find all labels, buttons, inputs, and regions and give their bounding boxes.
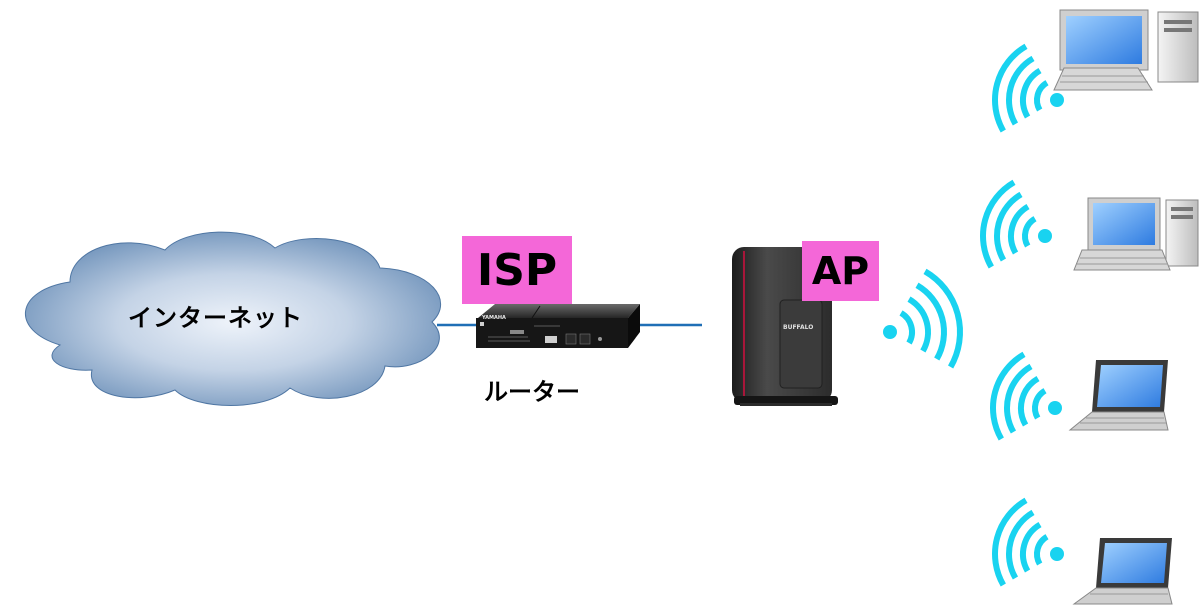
wifi-arc <box>1034 80 1049 112</box>
wifi-dot <box>1038 229 1052 243</box>
wifi-arc <box>915 282 947 361</box>
wifi-dot <box>883 325 897 339</box>
wifi-arc <box>1022 216 1037 248</box>
wifi-arc <box>907 296 931 353</box>
laptop-icon <box>1072 538 1173 605</box>
wifi-arc <box>1004 363 1033 434</box>
client-4-wifi-icon <box>992 497 1064 587</box>
client-2-wifi-icon <box>980 179 1052 269</box>
desktop-pc-icon <box>1053 9 1199 91</box>
client-1-wifi-icon <box>992 43 1064 133</box>
ap-wifi-icon <box>883 268 963 369</box>
wifi-dot <box>1048 401 1062 415</box>
router-brand-logo: YAMAHA <box>482 315 506 321</box>
client-3-wifi-icon <box>990 351 1062 441</box>
wifi-dot <box>1050 547 1064 561</box>
ap-brand-logo: BUFFALO <box>783 324 814 331</box>
wifi-arc <box>992 43 1028 133</box>
router-label: ルーター <box>484 378 580 406</box>
internet-cloud-label: インターネット <box>128 304 303 332</box>
wifi-arc <box>992 497 1028 587</box>
client-laptop-1 <box>1068 360 1169 431</box>
wifi-arc <box>1006 509 1035 580</box>
wifi-arc <box>1034 534 1049 566</box>
internet-cloud <box>24 231 442 406</box>
wifi-arc <box>990 351 1026 441</box>
wifi-arc <box>1020 67 1042 119</box>
wifi-dot <box>1050 93 1064 107</box>
wifi-signals <box>883 43 1064 587</box>
client-desktop-pc-2 <box>1073 197 1199 271</box>
laptop-icon <box>1068 360 1169 431</box>
client-desktop-pc-1 <box>1053 9 1199 91</box>
desktop-pc-icon <box>1073 197 1199 271</box>
wifi-arc <box>923 268 963 369</box>
client-laptop-2 <box>1072 538 1173 605</box>
wifi-arc <box>1006 55 1035 126</box>
wifi-arc <box>1020 521 1042 573</box>
wifi-arc <box>1008 203 1030 255</box>
wifi-arc <box>1018 375 1040 427</box>
wifi-arc <box>1032 388 1047 420</box>
wifi-arc <box>899 310 915 345</box>
wifi-arc <box>994 191 1023 262</box>
isp-tag: ISP <box>462 236 572 304</box>
ap-tag: AP <box>802 241 879 301</box>
router-device <box>476 304 640 348</box>
wifi-arc <box>980 179 1016 269</box>
